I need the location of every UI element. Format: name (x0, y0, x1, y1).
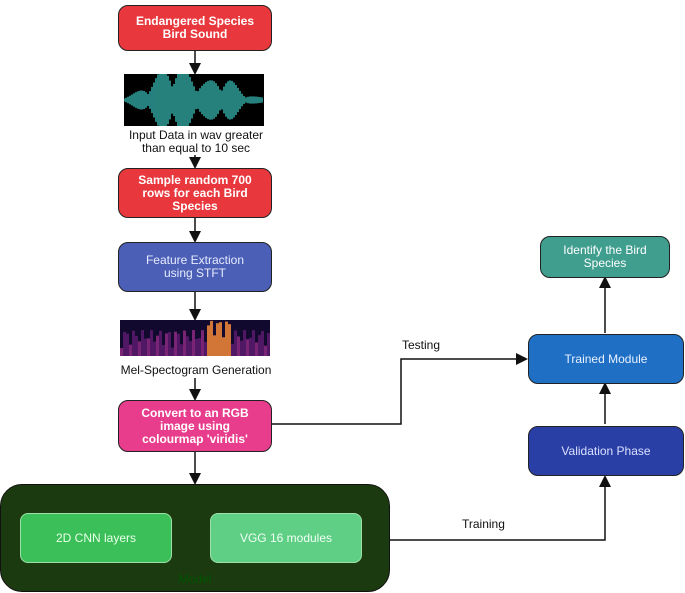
identify-species-label: Identify the Bird Species (563, 243, 647, 270)
arrow-testing (272, 353, 528, 425)
mel-spectrogram-caption: Mel-Spectogram Generation (120, 363, 272, 377)
sample-node: Sample random 700 rows for each Bird Spe… (118, 168, 272, 218)
arrow-training (390, 475, 611, 541)
cnn-layers-label: 2D CNN layers (55, 531, 136, 545)
testing-label: Testing (402, 338, 441, 352)
feature-extraction-label: Feature Extraction using STFT (145, 253, 245, 280)
identify-species-node: Identify the Bird Species (540, 236, 670, 278)
input-data-caption: Input Data in wav greater than equal to … (128, 128, 264, 155)
vgg16-label: VGG 16 modules (239, 531, 333, 545)
training-label: Training (462, 517, 505, 531)
bird-sound-node: Endangered Species Bird Sound (118, 5, 272, 51)
bird-sound-label: Endangered Species Bird Sound (135, 14, 255, 41)
vgg16-node: VGG 16 modules (210, 513, 362, 563)
model-label: Model (178, 572, 212, 586)
validation-phase-node: Validation Phase (528, 426, 684, 476)
trained-module-label: Trained Module (564, 351, 648, 366)
validation-phase-label: Validation Phase (561, 443, 651, 458)
sample-label: Sample random 700 rows for each Bird Spe… (138, 172, 252, 213)
spectrogram-image (120, 320, 270, 356)
waveform-image (124, 74, 264, 126)
convert-rgb-label: Convert to an RGB image using colourmap … (141, 405, 249, 446)
trained-module-node: Trained Module (528, 334, 684, 384)
cnn-layers-node: 2D CNN layers (20, 513, 172, 563)
convert-rgb-node: Convert to an RGB image using colourmap … (118, 400, 272, 452)
feature-extraction-node: Feature Extraction using STFT (118, 242, 272, 292)
